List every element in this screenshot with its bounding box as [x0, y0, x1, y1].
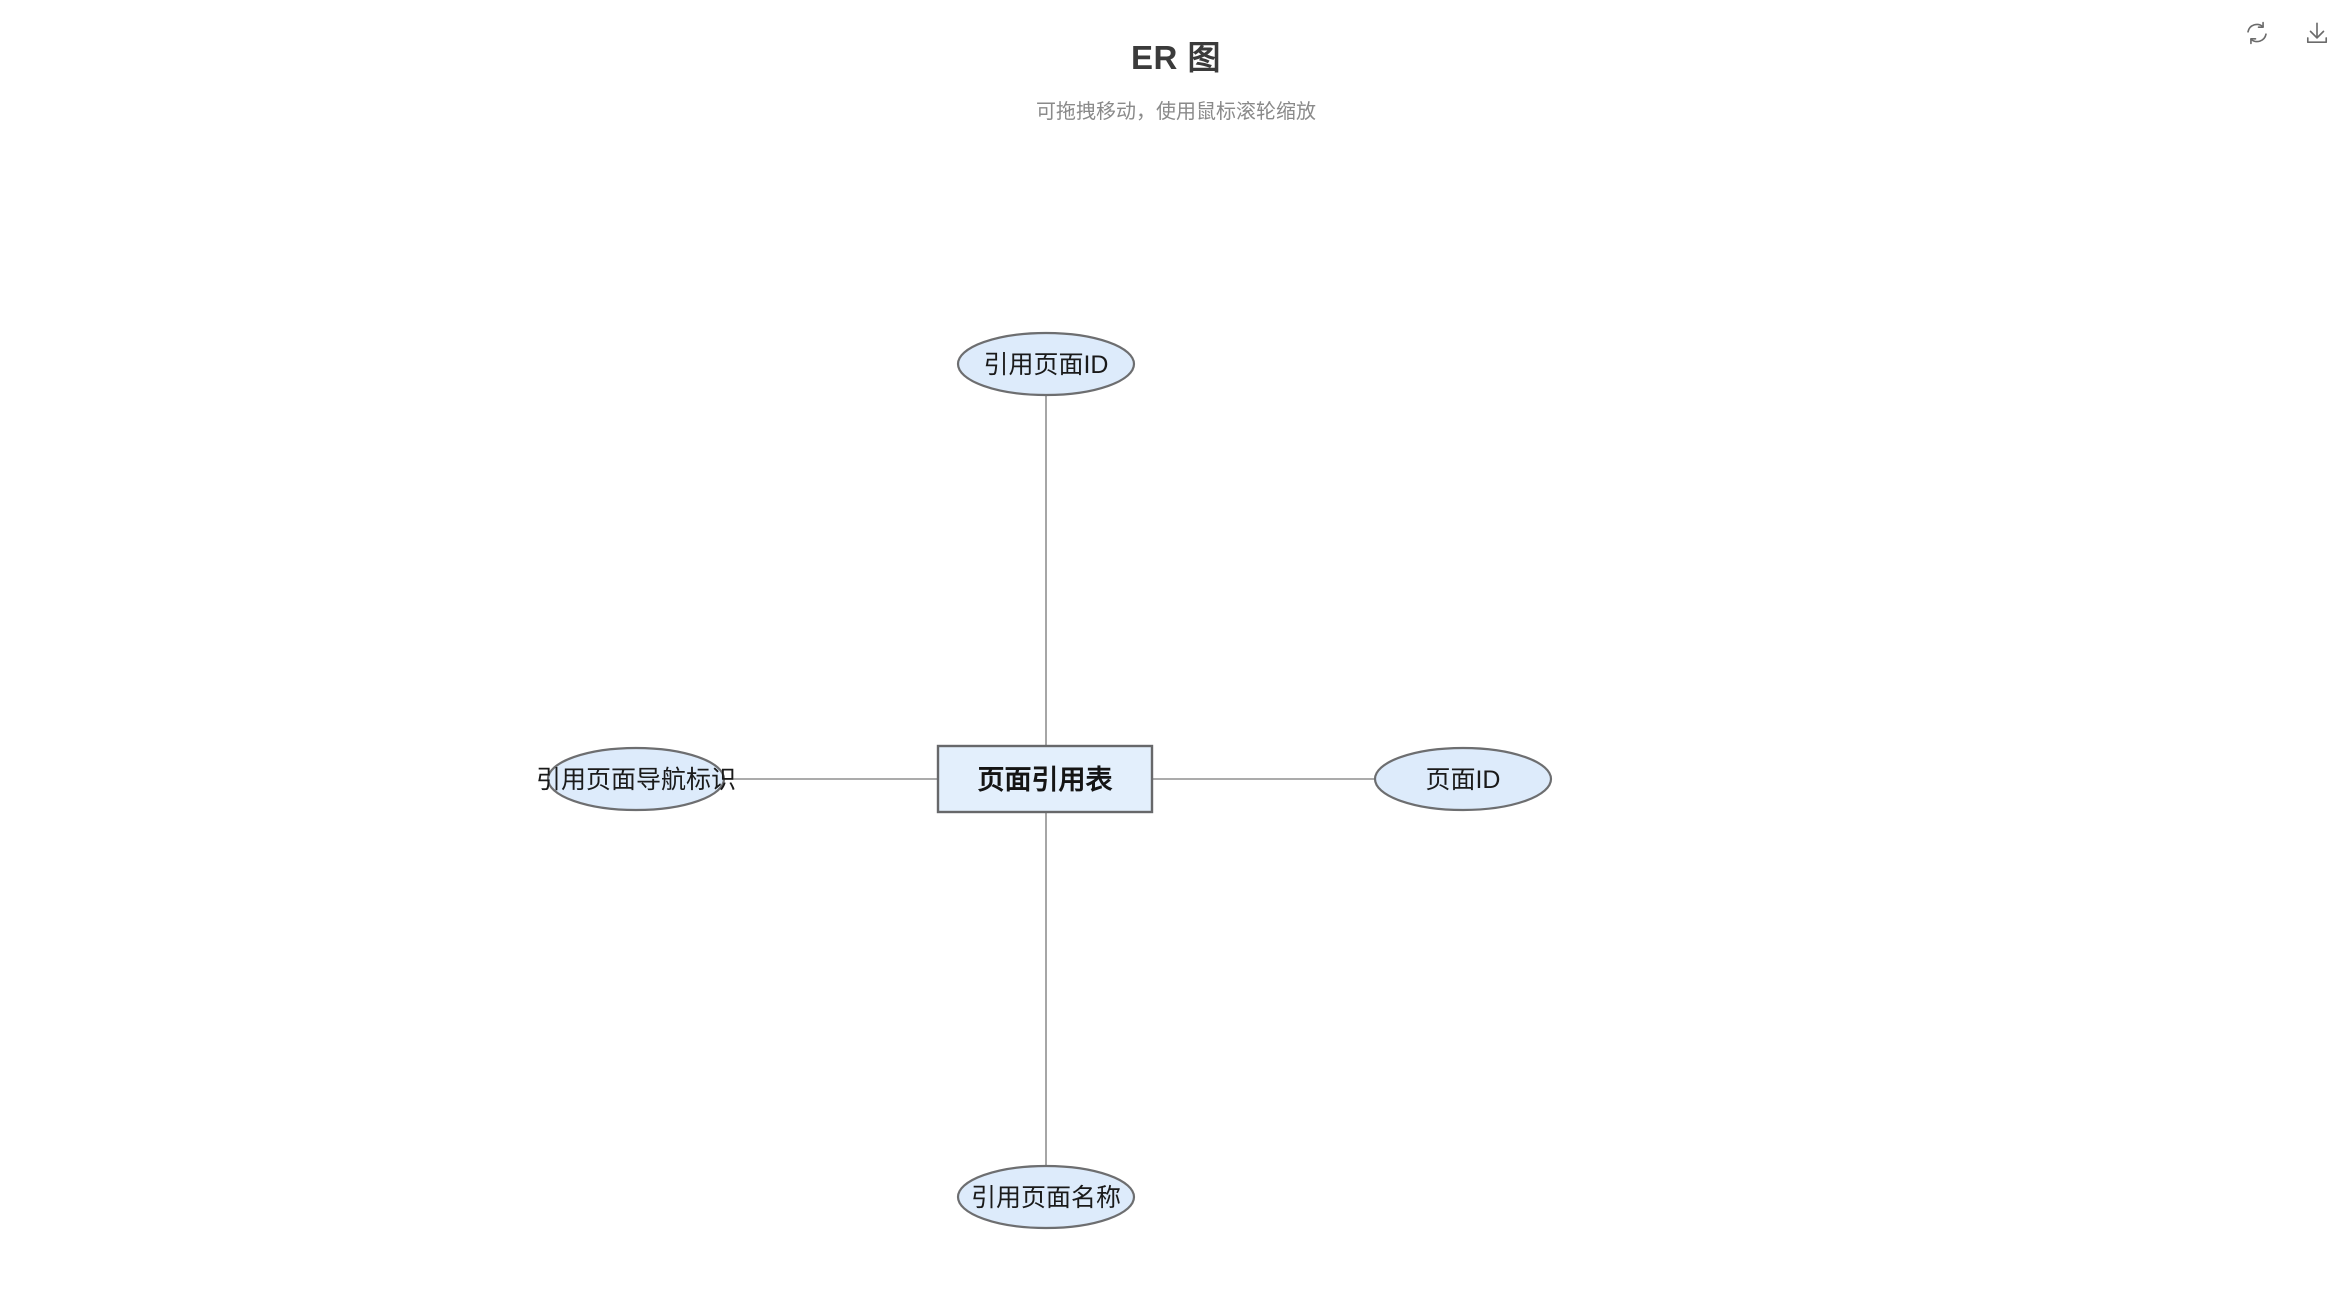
attribute-label-left: 引用页面导航标识	[536, 766, 736, 794]
attribute-ellipse-top[interactable]	[956, 331, 1136, 397]
attribute-node-top[interactable]: 引用页面ID	[956, 331, 1136, 397]
attribute-label-bottom: 引用页面名称	[971, 1184, 1121, 1212]
attribute-label-top: 引用页面ID	[983, 351, 1108, 379]
attribute-ellipse-left[interactable]	[546, 746, 726, 812]
entity-rect[interactable]	[936, 744, 1154, 814]
download-icon	[2304, 20, 2330, 46]
attribute-node-bottom[interactable]: 引用页面名称	[956, 1164, 1136, 1230]
attribute-node-right[interactable]: 页面ID	[1373, 746, 1553, 812]
entity-label: 页面引用表	[978, 765, 1113, 795]
reset-view-button[interactable]	[2238, 14, 2276, 52]
attribute-ellipse-bottom[interactable]	[956, 1164, 1136, 1230]
attribute-node-left[interactable]: 引用页面导航标识	[536, 746, 736, 812]
attribute-ellipse-right[interactable]	[1373, 746, 1553, 812]
entity-node[interactable]: 页面引用表	[936, 744, 1154, 814]
download-button[interactable]	[2298, 14, 2336, 52]
toolbar	[2238, 14, 2336, 52]
attribute-label-right: 页面ID	[1425, 766, 1500, 794]
refresh-icon	[2244, 20, 2270, 46]
